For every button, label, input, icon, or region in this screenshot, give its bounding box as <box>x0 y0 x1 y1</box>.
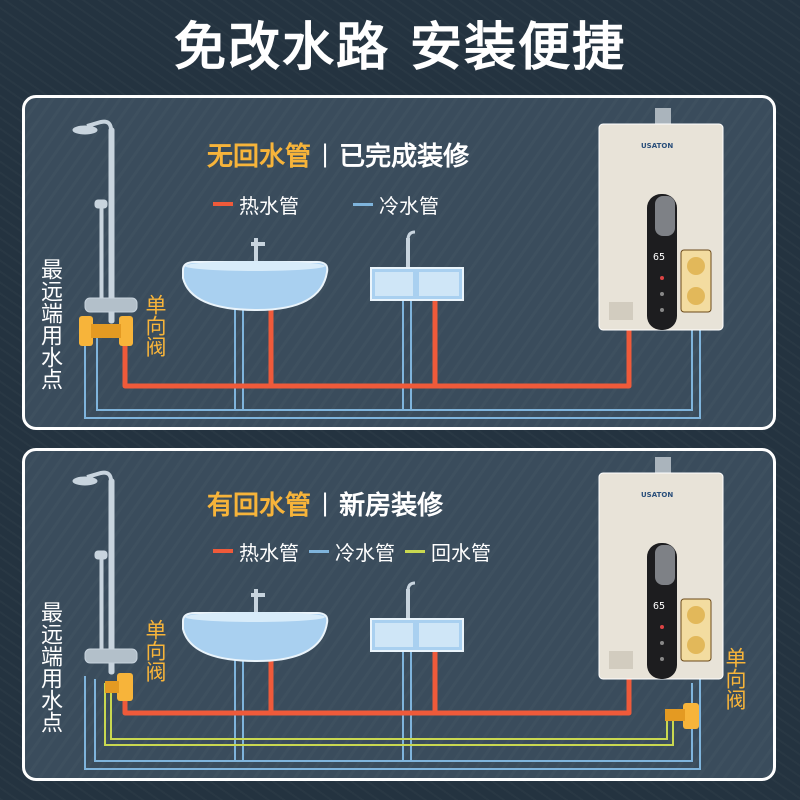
hot-pipe-swatch <box>213 549 233 553</box>
kitchen-sink-icon <box>370 581 464 652</box>
heater-brand-label: USATON <box>641 142 673 150</box>
legend-label: 冷水管 <box>379 193 439 218</box>
panel-title-row: 有回水管 | 新房装修 <box>207 485 443 521</box>
return-pipe-swatch <box>405 549 425 553</box>
panel-title-row: 无回水管 | 已完成装修 <box>207 136 469 172</box>
heater-brand-label: USATON <box>641 491 673 499</box>
far-point-label: 最远端用水点 <box>37 601 62 733</box>
check-valve-icon <box>79 316 133 346</box>
panel-with-return-pipe: 65 USATON 有回水管 | 新房装修 热水管 冷水管 回水管 最远端用水 <box>22 448 776 781</box>
heater-temperature-display: 65 <box>653 252 665 263</box>
legend-return-pipe: 回水管 <box>405 537 491 566</box>
panel-title-main: 有回水管 <box>207 490 312 521</box>
legend-hot-pipe: 热水管 <box>213 537 299 566</box>
panel-title-separator: | <box>321 489 330 517</box>
cold-pipe-swatch <box>309 549 329 553</box>
legend-cold-pipe: 冷水管 <box>353 190 439 219</box>
headline: 免改水路 安装便捷 <box>173 18 627 78</box>
basin-icon <box>182 238 329 312</box>
panel-title-separator: | <box>321 140 330 168</box>
kitchen-sink-icon <box>370 230 464 301</box>
valve-label-left: 单向阀 <box>143 619 167 682</box>
hot-pipe-network <box>122 649 632 716</box>
pipe-legend: 热水管 冷水管 <box>213 190 457 218</box>
cold-pipe-network <box>84 296 701 419</box>
hot-pipe-swatch <box>213 202 233 206</box>
cold-pipe-swatch <box>353 202 373 206</box>
legend-label: 热水管 <box>239 540 299 565</box>
check-valve-right-icon <box>665 703 699 729</box>
valve-label: 单向阀 <box>143 294 167 357</box>
valve-label-right: 单向阀 <box>723 647 747 710</box>
plumbing-diagram-top: 65 USATON <box>72 108 724 419</box>
water-heater-icon: 65 USATON <box>598 457 724 680</box>
legend-cold-pipe: 冷水管 <box>309 537 395 566</box>
far-point-label: 最远端用水点 <box>37 258 62 390</box>
legend-label: 冷水管 <box>335 540 395 565</box>
panel-title-main: 无回水管 <box>207 141 312 172</box>
legend-hot-pipe: 热水管 <box>213 190 299 219</box>
panel-no-return-pipe: 65 USATON 无回水管 | 已完成装修 热水管 冷水管 最远端用水点 单向… <box>22 95 776 430</box>
shower-fixture-icon <box>72 119 138 324</box>
check-valve-left-icon <box>105 673 133 701</box>
panel-title-sub: 已完成装修 <box>339 141 470 172</box>
water-heater-icon: 65 USATON <box>598 108 724 331</box>
hot-pipe-network <box>122 296 632 389</box>
legend-label: 回水管 <box>431 540 491 565</box>
pipe-legend: 热水管 冷水管 回水管 <box>213 537 509 565</box>
heater-temperature-display: 65 <box>653 601 665 612</box>
return-pipe-network <box>104 683 674 746</box>
plumbing-diagram-bottom: 65 USATON <box>72 457 724 770</box>
shower-fixture-icon <box>72 470 138 675</box>
basin-icon <box>182 589 329 663</box>
panel-title-sub: 新房装修 <box>339 490 444 521</box>
legend-label: 热水管 <box>239 193 299 218</box>
